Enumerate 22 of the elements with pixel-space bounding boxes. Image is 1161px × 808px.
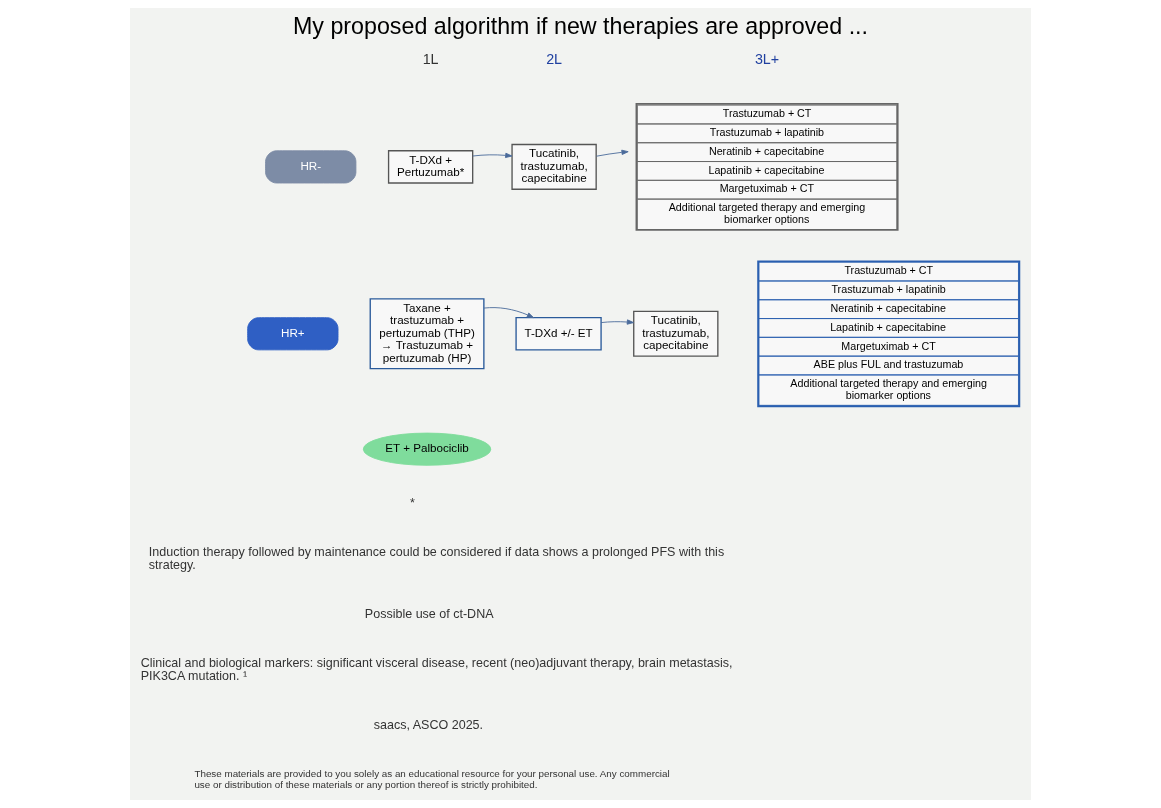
label: Possible use of ct-DNA xyxy=(364,607,494,622)
node-ellipse: ET + Palbociclib xyxy=(362,432,492,466)
label: 3L+ xyxy=(754,51,780,68)
label: * xyxy=(410,496,415,511)
node-box: HR+ xyxy=(247,317,339,351)
label: Induction therapy followed by maintenance could be considered if data shows a prolonged PFS with this strategy. xyxy=(148,544,725,573)
label: Clinical and biological markers: significant visceral disease, recent (neo)adjuvant therapy, brain metastasis, PIK3CA mutation. ¹ xyxy=(140,655,733,684)
arrow xyxy=(472,152,513,158)
label: saacs, ASCO 2025. xyxy=(373,717,484,732)
label: These materials are provided to you solely as an educational resource for your personal use. Any commercial use or distribution of these materials or any portion thereof is strictly prohibited. xyxy=(194,768,670,791)
node-box: Tucatinib, trastuzumab, capecitabine xyxy=(511,143,597,190)
arrow xyxy=(600,319,634,325)
label: 2L xyxy=(546,51,563,68)
node-box: T-DXd + Pertuzumab* xyxy=(387,150,474,184)
node-box: T-DXd +/- ET xyxy=(515,317,602,351)
diagram-title: My proposed algorithm if new therapies are approved ... xyxy=(292,12,869,39)
arrow xyxy=(596,149,629,157)
node-box: HR- xyxy=(265,150,357,184)
node-box: Taxane + trastuzumab + pertuzumab (THP) → Trastuzumab + pertuzumab (HP) xyxy=(369,298,485,370)
arrow xyxy=(483,307,534,319)
label: 1L xyxy=(422,51,439,68)
node-box: Tucatinib, trastuzumab, capecitabine xyxy=(633,310,719,357)
